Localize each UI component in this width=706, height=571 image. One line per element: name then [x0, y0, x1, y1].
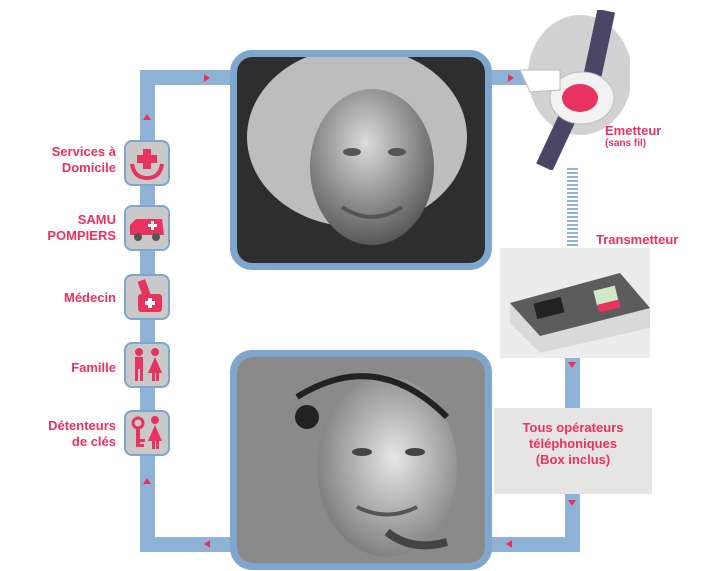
emetteur-device: [519, 8, 632, 171]
emetteur-label: Emetteur: [605, 123, 662, 138]
transmetteur-label: Transmetteur: [596, 232, 679, 247]
service-label-famille: Famille: [71, 360, 116, 375]
arrow-right-icon: [204, 74, 210, 82]
transmetteur-device: [500, 248, 650, 358]
arrow-down-icon: [568, 500, 576, 506]
arrow-down-icon: [568, 362, 576, 368]
service-label-detenteurs: Détenteurs de clés: [48, 418, 116, 449]
arrow-right-icon: [508, 74, 514, 82]
home-care-icon: [124, 140, 170, 186]
arrow-up-icon: [143, 478, 151, 484]
service-label-medecin: Médecin: [63, 290, 116, 305]
operators-label: Tous opérateurs téléphoniques (Box inclu…: [494, 408, 652, 494]
arrow-left-icon: [506, 540, 512, 548]
wireless-signal: [567, 168, 578, 248]
key-holder-icon: [124, 410, 170, 456]
service-label-samu: SAMU POMPIERS: [47, 212, 116, 243]
arrow-up-icon: [143, 114, 151, 120]
arrow-left-icon: [204, 540, 210, 548]
service-label-domicile: Services à Domicile: [51, 144, 116, 175]
loop-line-bottom-right: [488, 537, 580, 552]
operator-photo: [230, 350, 492, 570]
senior-woman-photo: [230, 50, 492, 270]
loop-line-bottom: [140, 537, 235, 552]
ambulance-icon: [124, 205, 170, 251]
medical-bag-icon: [124, 274, 170, 320]
emetteur-sublabel: (sans fil): [605, 138, 647, 149]
family-icon: [124, 342, 170, 388]
loop-line-top: [140, 70, 235, 85]
